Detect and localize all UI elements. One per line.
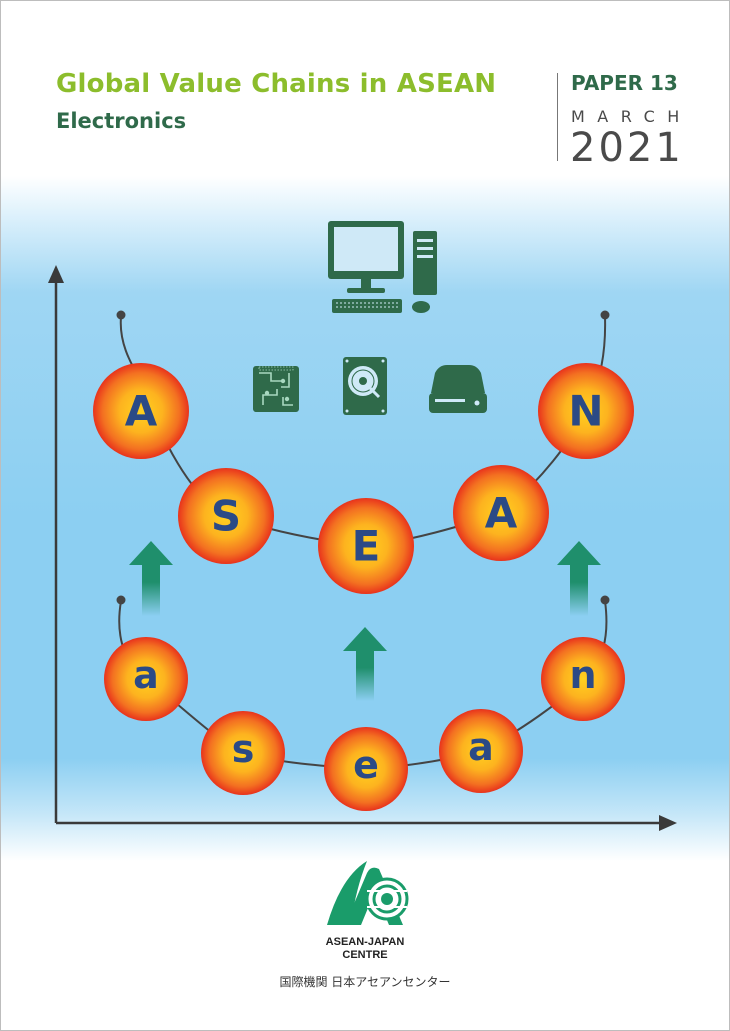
- org-name-japanese: 国際機関 日本アセアンセンター: [279, 975, 451, 989]
- circuit-board-icon: [253, 366, 299, 412]
- report-title: Global Value Chains in ASEAN: [56, 69, 497, 99]
- chart-axes: [48, 265, 677, 831]
- lower-asean-spheres: a s e a n: [104, 637, 625, 811]
- sphere-letter: S: [211, 492, 241, 541]
- sphere-letter: s: [232, 727, 255, 771]
- upper-sphere: A: [453, 465, 549, 561]
- sphere-letter: a: [133, 653, 159, 697]
- asean-japan-centre-logo: [327, 861, 409, 925]
- hard-disk-drive-icon: [343, 357, 387, 415]
- upper-sphere: A: [93, 363, 189, 459]
- paper-number: PAPER 13: [571, 71, 678, 95]
- lower-sphere: e: [324, 727, 408, 811]
- sphere-letter: A: [125, 387, 158, 436]
- publication-month: MARCH: [571, 107, 692, 126]
- lower-sphere: a: [439, 709, 523, 793]
- sphere-letter: N: [568, 387, 603, 436]
- keyboard-icon: [332, 299, 402, 313]
- sphere-letter: e: [353, 743, 379, 787]
- header-divider: [557, 73, 558, 161]
- upper-sphere: N: [538, 363, 634, 459]
- external-drive-icon: [429, 365, 487, 413]
- lower-sphere: n: [541, 637, 625, 721]
- sphere-letter: a: [468, 725, 494, 769]
- desktop-computer-icon: [328, 221, 437, 295]
- upper-sphere: E: [318, 498, 414, 594]
- lower-sphere: s: [201, 711, 285, 795]
- lower-sphere: a: [104, 637, 188, 721]
- sphere-letter: E: [352, 522, 381, 571]
- report-subtitle: Electronics: [56, 109, 187, 133]
- org-name-line1: ASEAN-JAPAN: [325, 936, 405, 948]
- sphere-letter: A: [485, 489, 518, 538]
- org-name-line2: CENTRE: [342, 949, 388, 961]
- upper-sphere: S: [178, 468, 274, 564]
- mouse-icon: [412, 301, 430, 313]
- upper-asean-spheres: A S E A N: [93, 363, 634, 594]
- up-arrow-icon: [129, 541, 601, 701]
- sphere-letter: n: [569, 653, 596, 697]
- publication-year: 2021: [570, 125, 684, 171]
